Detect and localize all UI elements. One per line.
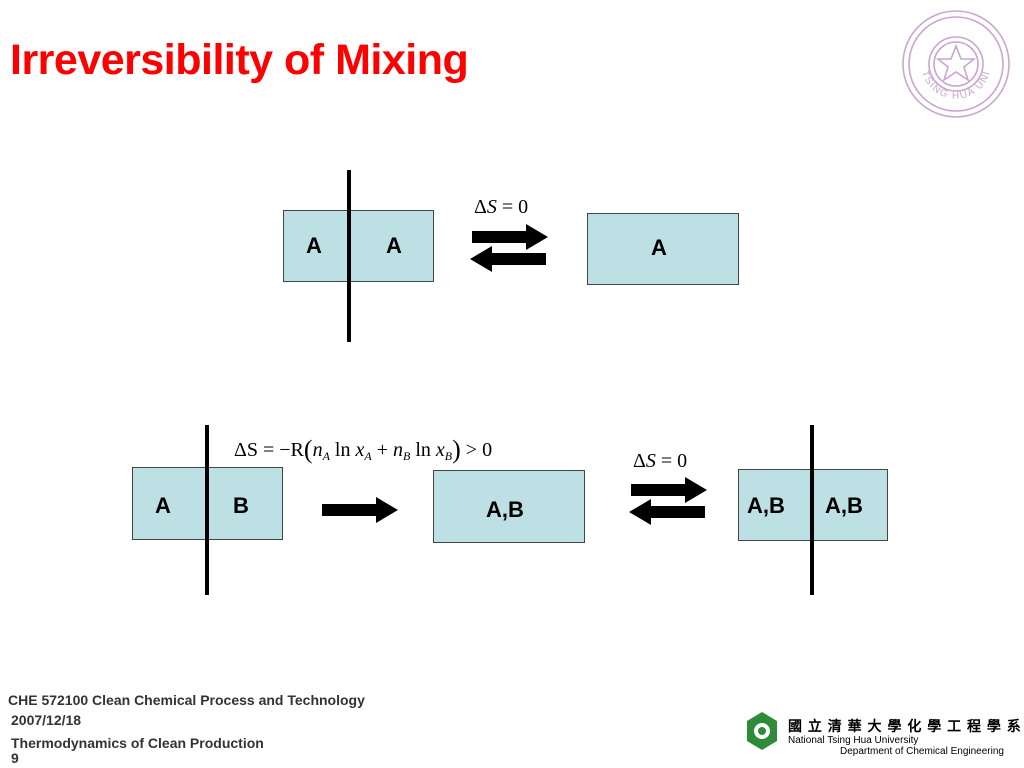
box-label-right: B [233, 493, 249, 518]
footer-topic: Thermodynamics of Clean Production [11, 735, 264, 751]
entropy-zero-equation: ΔS = 0 [633, 450, 688, 472]
partition-wall [205, 425, 209, 595]
university-english-name: National Tsing Hua University [788, 735, 919, 746]
box-label: A,B [486, 497, 524, 522]
partition-wall [347, 170, 351, 342]
footer-date: 2007/12/18 [11, 712, 82, 728]
mixed-box-a-b: A,B [433, 470, 585, 543]
mixing-entropy-equation: ΔS = −R(nA ln xA + nB ln xB) > 0 [234, 435, 493, 464]
slide-title: Irreversibility of Mixing [10, 36, 469, 84]
footer-page-number: 9 [11, 750, 19, 766]
forward-arrow-icon [322, 497, 398, 523]
partition-wall [810, 425, 814, 595]
box-label-right: A [386, 233, 402, 258]
partitioned-box-a-a: A A [283, 210, 434, 282]
department-logo-icon [747, 712, 777, 750]
department-name: Department of Chemical Engineering [840, 746, 1004, 757]
university-chinese-name: 國 立 清 華 大 學 化 學 工 程 學 系 [788, 718, 1022, 734]
box-label-right: A,B [825, 493, 863, 518]
seal-text: TSING HUA UNIVERSITY [900, 6, 992, 102]
box-label-left: A [155, 493, 171, 518]
reversible-arrows-icon [629, 477, 707, 525]
box-label-left: A,B [747, 493, 785, 518]
single-box-a: A [587, 213, 739, 285]
footer-course: CHE 572100 Clean Chemical Process and Te… [8, 692, 365, 708]
box-label: A [651, 235, 667, 260]
entropy-zero-equation: ΔS = 0 [474, 196, 529, 218]
svg-text:TSING HUA UNIVERSITY: TSING HUA UNIVERSITY [900, 6, 993, 102]
university-seal-icon: TSING HUA UNIVERSITY [900, 6, 1010, 118]
reversible-arrows-icon [470, 224, 548, 272]
box-label-left: A [306, 233, 322, 258]
